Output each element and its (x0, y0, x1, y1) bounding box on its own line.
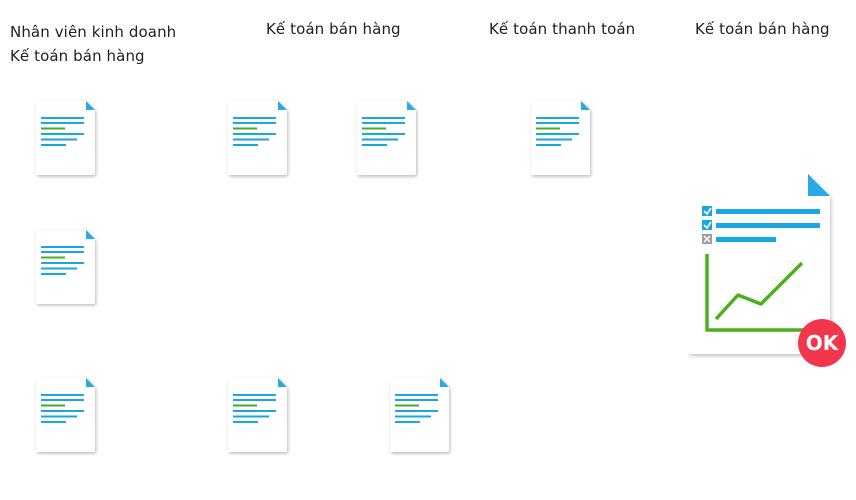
document-icon (390, 378, 452, 456)
checkbox-unchecked-icon (702, 234, 712, 244)
line-chart-icon (705, 254, 812, 332)
document-icon (36, 101, 98, 179)
checkbox-checked-icon (702, 220, 712, 230)
checkbox-checked-icon (702, 206, 712, 216)
report-icon (688, 174, 848, 366)
header-payment-accountant: Kế toán thanh toán (489, 20, 636, 38)
header-sales-staff: Nhân viên kinh doanh Kế toán bán hàng (10, 20, 176, 68)
header-sales-accountant-final: Kế toán bán hàng (695, 20, 830, 38)
document-icon (357, 101, 419, 179)
header-sales-staff-line1: Nhân viên kinh doanh (10, 23, 177, 41)
document-icon (531, 101, 593, 179)
document-icon (228, 378, 290, 456)
ok-badge: OK (798, 319, 846, 367)
header-sales-accountant: Kế toán bán hàng (266, 20, 401, 38)
document-icon (36, 230, 98, 308)
header-sales-staff-line2: Kế toán bán hàng (10, 47, 145, 65)
document-icon (228, 101, 290, 179)
document-icon (36, 378, 98, 456)
